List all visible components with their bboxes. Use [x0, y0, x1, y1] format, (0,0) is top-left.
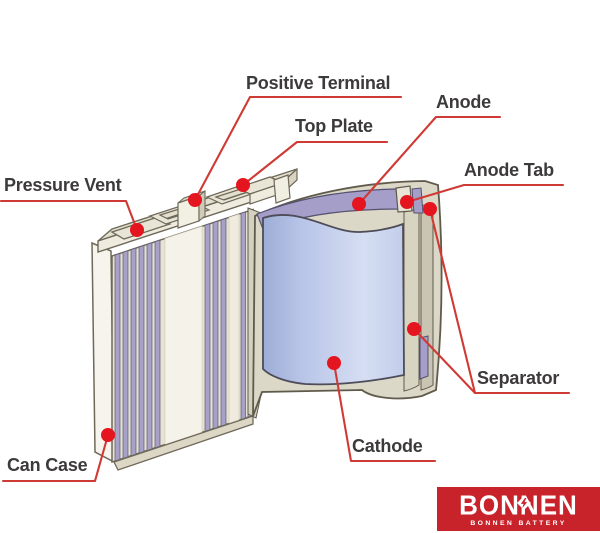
- dot-top-plate: [236, 178, 250, 192]
- leader-can-case: [1, 433, 110, 483]
- logo-brand-text: BONNEN: [459, 489, 578, 521]
- callout-cathode: Cathode: [352, 436, 423, 456]
- cathode-sheet-shape: [262, 214, 405, 386]
- leader-positive-terminal: [193, 95, 403, 202]
- separator-front-edge: [403, 208, 420, 392]
- callout-can-case: Can Case: [7, 455, 88, 475]
- callout-pressure-vent: Pressure Vent: [4, 175, 122, 195]
- leader-lines: [0, 95, 571, 483]
- lightning-bolt-icon: [516, 495, 532, 511]
- dot-can-case: [101, 428, 115, 442]
- dot-positive-terminal: [188, 193, 202, 207]
- plate-stack: [111, 208, 254, 463]
- leader-anode-tab: [405, 183, 565, 204]
- leader-top-plate: [241, 140, 389, 187]
- dot-cathode: [327, 356, 341, 370]
- bonnen-logo: BONNEN BONNEN BATTERY: [437, 487, 600, 531]
- leader-anode: [357, 115, 502, 206]
- logo-tagline-text: BONNEN BATTERY: [470, 520, 567, 527]
- callout-anode-tab: Anode Tab: [464, 160, 554, 180]
- anode-tab-purple: [411, 187, 424, 214]
- electrode-sheets: [252, 180, 443, 417]
- callout-separator: Separator: [477, 368, 560, 388]
- dot-anode: [352, 197, 366, 211]
- callout-anode: Anode: [436, 92, 491, 112]
- leader-pressure-vent: [0, 199, 139, 232]
- anode-right-edge: [419, 335, 429, 380]
- dot-anode-tab: [400, 195, 414, 209]
- leader-separator-top: [428, 207, 477, 395]
- can-case-shape: [91, 208, 254, 471]
- callout-positive-terminal: Positive Terminal: [246, 73, 391, 93]
- leader-cathode: [332, 361, 437, 463]
- dot-separator-top: [423, 202, 437, 216]
- callout-top-plate: Top Plate: [295, 116, 373, 136]
- dot-pressure-vent: [130, 223, 144, 237]
- dot-separator-side: [407, 322, 421, 336]
- callout-dots: [101, 178, 437, 442]
